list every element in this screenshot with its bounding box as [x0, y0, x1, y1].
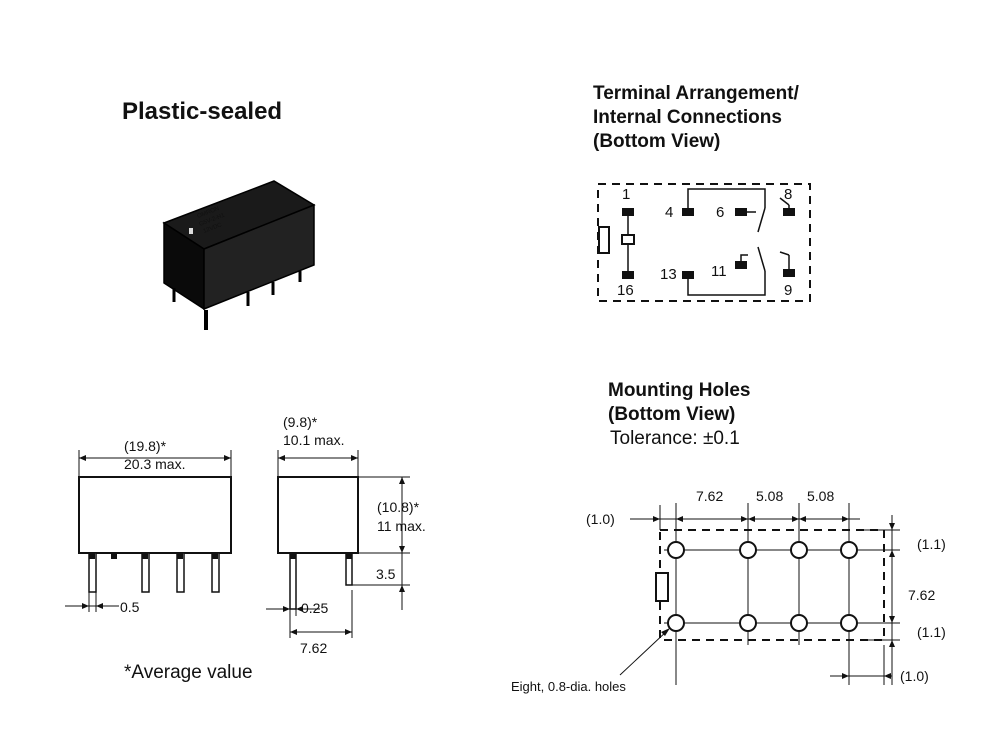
terminal-schematic: 1 4 6 8 16 13 11 9 [597, 183, 811, 302]
side-height-avg: (10.8)* [377, 499, 420, 515]
relay-illustration: OMRON G5V-2-H1 12VDC [162, 180, 316, 330]
terminal-title-line3: (Bottom View) [593, 131, 721, 152]
mounting-pitch-a: 7.62 [696, 488, 723, 504]
side-height-max: 11 max. [377, 518, 426, 534]
tolerance-note: Tolerance: ±0.1 [610, 428, 740, 449]
relay-polarity-mark [189, 228, 193, 234]
pad-1 [622, 208, 634, 216]
mounting-hole [840, 541, 858, 559]
mounting-top-offset: (1.1) [917, 536, 946, 552]
pad-13 [682, 271, 694, 279]
average-value-footnote: *Average value [124, 662, 253, 683]
side-pin-length: 3.5 [376, 566, 396, 582]
side-view-drawing [266, 450, 410, 638]
mounting-title-line2: (Bottom View) [608, 404, 736, 425]
front-view-drawing [65, 450, 232, 612]
mounting-row-pitch: 7.62 [908, 587, 935, 603]
side-pin-thickness: 0.25 [301, 600, 329, 616]
pad-16 [622, 271, 634, 279]
front-width-max: 20.3 max. [124, 456, 186, 472]
pad-4 [682, 208, 694, 216]
mounting-holes-drawing: 7.62 5.08 5.08 (1.0) (1.1) 7.62 (1.1) (1… [586, 488, 946, 685]
terminal-title-line1: Terminal Arrangement/ [593, 83, 799, 104]
mounting-right-offset: (1.0) [900, 668, 929, 684]
mounting-hole [790, 541, 808, 559]
mounting-hole [739, 614, 757, 632]
mounting-title-line1: Mounting Holes [608, 380, 751, 401]
terminal-label-4: 4 [665, 204, 673, 221]
terminal-label-1: 1 [622, 186, 630, 203]
front-width-avg: (19.8)* [124, 438, 167, 454]
mounting-pitch-c: 5.08 [807, 488, 834, 504]
holes-note: Eight, 0.8-dia. holes [511, 679, 626, 694]
terminal-label-11: 11 [711, 263, 727, 280]
pad-11 [735, 261, 747, 269]
side-depth-avg: (9.8)* [283, 414, 318, 430]
front-pin-width: 0.5 [120, 599, 140, 615]
terminal-label-13: 13 [660, 266, 677, 283]
pad-9 [783, 269, 795, 277]
terminal-label-6: 6 [716, 204, 724, 221]
pad-6 [735, 208, 747, 216]
mounting-hole [667, 541, 685, 559]
mounting-pitch-b: 5.08 [756, 488, 783, 504]
terminal-label-16: 16 [617, 282, 634, 299]
terminal-label-8: 8 [784, 186, 792, 203]
mounting-hole [790, 614, 808, 632]
mounting-left-offset: (1.0) [586, 511, 615, 527]
terminal-title-line2: Internal Connections [593, 107, 782, 128]
mounting-bottom-offset: (1.1) [917, 624, 946, 640]
plastic-sealed-title: Plastic-sealed [122, 98, 283, 125]
side-depth-max: 10.1 max. [283, 432, 345, 448]
mounting-hole [840, 614, 858, 632]
terminal-label-9: 9 [784, 282, 792, 299]
mounting-hole [739, 541, 757, 559]
mounting-hole [667, 614, 685, 632]
side-row-pitch: 7.62 [300, 640, 328, 656]
